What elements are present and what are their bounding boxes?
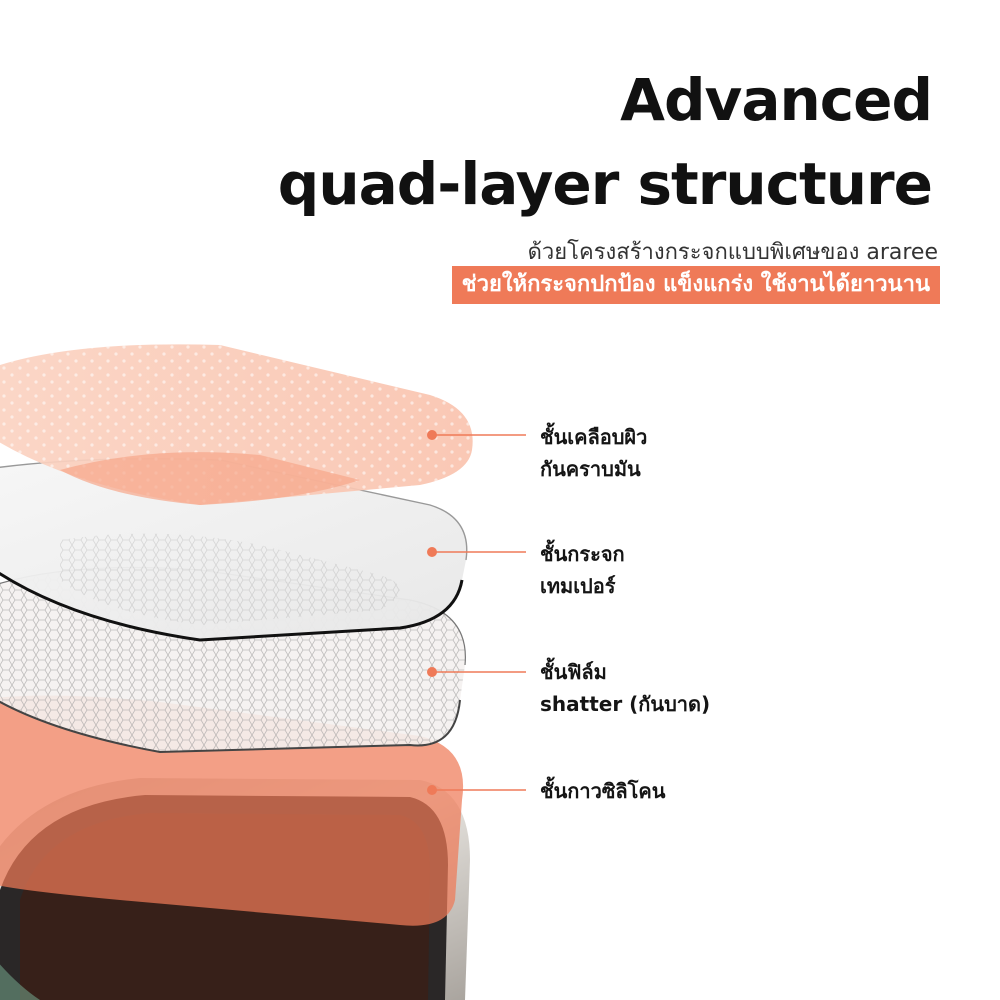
callout-lines — [427, 430, 526, 795]
layer-label-coating-line-2: กันคราบมัน — [540, 457, 641, 481]
highlight-banner: ช่วยให้กระจกปกป้อง แข็งแกร่ง ใช้งานได้ยา… — [451, 266, 940, 304]
layer-label-glass-line-2: เทมเปอร์ — [540, 574, 616, 598]
layer-label-film-line-1: ชั้นฟิล์ม — [540, 660, 607, 684]
heading-line-2: quad-layer structure — [277, 150, 933, 218]
layer-label-coating: ชั้นเคลือบผิว กันคราบมัน — [540, 421, 647, 485]
layer-label-glass-line-1: ชั้นกระจก — [540, 542, 625, 566]
layer-label-coating-line-1: ชั้นเคลือบผิว — [540, 425, 648, 449]
main-heading: Advanced quad-layer structure — [32, 58, 933, 226]
subheading: ด้วยโครงสร้างกระจกแบบพิเศษของ araree — [527, 240, 938, 265]
layer-label-adhesive-line-1: ชั้นกาวซิลิโคน — [540, 779, 666, 803]
layer-label-film: ชั้นฟิล์ม shatter (กันบาด) — [540, 656, 710, 720]
layer-label-adhesive: ชั้นกาวซิลิโคน — [540, 775, 665, 807]
heading-line-1: Advanced — [620, 66, 933, 134]
anti-fingerprint-coating-layer — [0, 344, 473, 505]
silicone-adhesive-layer — [0, 695, 464, 926]
layer-label-glass: ชั้นกระจก เทมเปอร์ — [540, 538, 625, 602]
layer-label-film-line-2: shatter (กันบาด) — [540, 692, 711, 716]
